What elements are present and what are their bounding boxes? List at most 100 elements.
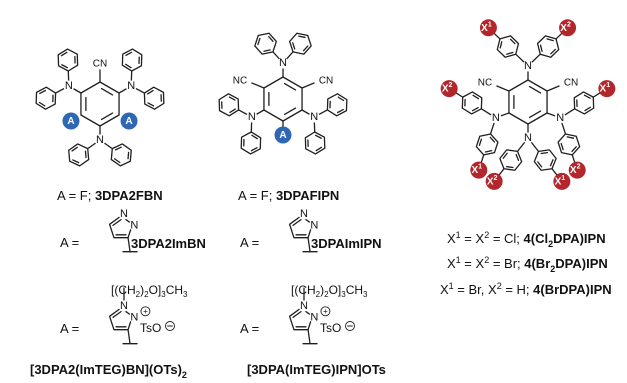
double-bond (84, 150, 87, 159)
badge-superscript: 1 (488, 21, 492, 28)
double-bond (478, 138, 483, 146)
double-bond (257, 37, 261, 46)
badge-superscript: 2 (449, 82, 453, 89)
n-label-bg (298, 300, 310, 312)
caption-4cl2dpa-ipn: X1 = X2 = Cl; 4(Cl2DPA)IPN (447, 230, 606, 249)
n-label-bg (94, 134, 106, 146)
cyano-label-3a: NC (478, 78, 492, 89)
halogen-badge-x2 (559, 19, 577, 37)
attachment-bond (127, 329, 131, 345)
caption-3dpaimipn: 3DPAImIPN (311, 236, 382, 251)
amine-nitrogen-label: N (524, 132, 532, 144)
attachment-bond (307, 329, 311, 345)
imidazole-n1-label: N (310, 219, 318, 231)
badge-superscript: 2 (567, 21, 571, 28)
double-bond (263, 49, 271, 52)
double-bond (336, 108, 344, 114)
bond-to-cn (496, 85, 510, 92)
imidazole-n1-label: N (130, 219, 138, 231)
double-bond (228, 96, 236, 101)
double-bond (539, 44, 543, 52)
halogen-badge-x2 (485, 172, 503, 190)
imidazole-double-bond (112, 310, 122, 319)
double-bond (528, 110, 542, 119)
double-bond (71, 146, 78, 152)
label-a-equals-1: A = (60, 235, 79, 250)
badge-superscript: 1 (561, 174, 565, 181)
n-label-bg (490, 112, 502, 124)
n-label-bg (554, 112, 566, 124)
amine-nitrogen-label: N (492, 112, 500, 124)
substituent-a-left (62, 112, 80, 130)
double-bond (537, 161, 543, 168)
bond-to-halogen (497, 168, 505, 177)
badge-superscript: 1 (606, 82, 610, 89)
badge-superscript: 1 (478, 163, 482, 170)
caption-3dpa2-imteg-bn-ots2: [3DPA2(ImTEG)BN](OTs)2 (30, 362, 187, 380)
halogen-badge-x2 (568, 161, 586, 179)
caption-3dpa2fbn: A = F; 3DPA2FBN (57, 188, 163, 203)
substituent-a-right (120, 112, 138, 130)
double-bond (560, 142, 564, 151)
bond-to-cn (546, 85, 560, 92)
double-bond (549, 159, 554, 167)
double-bond (292, 42, 296, 50)
double-bond (315, 146, 323, 152)
imidazole-double-bond (292, 218, 302, 227)
imidazole-n3-label: N (300, 300, 308, 312)
badge-label: X2 (560, 21, 571, 34)
n-label-bg (308, 311, 320, 323)
double-bond (114, 158, 121, 164)
n-label-bg (128, 311, 140, 323)
n-label-bg (522, 132, 534, 144)
n-label-bg (308, 111, 320, 123)
double-bond (509, 38, 516, 45)
double-bond (546, 38, 554, 42)
badge-superscript: 2 (494, 174, 498, 181)
halogen-badge-x1 (470, 161, 488, 179)
n-label-bg (118, 208, 130, 220)
n-label-bg (298, 208, 310, 220)
bond-to-cn (251, 82, 265, 89)
dpa-phenyl-ring (121, 48, 143, 72)
dpa-phenyl-ring (218, 93, 240, 117)
imidazole-double-bond (292, 310, 302, 319)
caption-4brdpa-ipn: X1 = Br, X2 = H; 4(BrDPA)IPN (440, 281, 612, 297)
amine-nitrogen-label: N (310, 111, 318, 123)
double-bond (505, 165, 514, 169)
bond-to-halogen (592, 91, 602, 98)
double-bond (100, 87, 114, 96)
positive-charge-sign: + (323, 307, 328, 316)
n-label-bg (277, 57, 289, 69)
caption-3dpafipn: A = F; 3DPAFIPN (238, 188, 339, 203)
double-bond (484, 150, 493, 153)
double-bond (314, 134, 322, 139)
amine-nitrogen-label: N (65, 80, 73, 92)
teg-chain-1: [(CH2)2O]3CH3 (111, 283, 188, 299)
bond-to-halogen (480, 154, 485, 165)
double-bond (60, 51, 68, 57)
double-bond (499, 41, 503, 49)
imidazole-n3-label: N (120, 208, 128, 220)
amine-nitrogen-label: N (127, 80, 135, 92)
double-bond (515, 153, 520, 162)
badge-label: X1 (472, 163, 483, 176)
badge-label: X2 (487, 174, 498, 187)
n-label-bg (125, 80, 137, 92)
dpa-phenyl-ring (143, 86, 165, 110)
n-label-bg (118, 300, 130, 312)
badge-label: A (279, 130, 286, 141)
n-label-bg (128, 219, 140, 231)
double-bond (471, 107, 479, 112)
amine-nitrogen-label: N (248, 111, 256, 123)
imidazole-n3-label: N (300, 208, 308, 220)
double-bond (39, 89, 47, 95)
badge-label: A (67, 116, 74, 127)
double-bond (566, 136, 575, 139)
caption-3dpa2imbn: 3DPA2ImBN (131, 236, 206, 251)
substituent-a-center (274, 126, 292, 144)
core-benzene-ring (508, 79, 548, 125)
badge-superscript: 2 (577, 163, 581, 170)
positive-charge-circle (140, 306, 151, 317)
